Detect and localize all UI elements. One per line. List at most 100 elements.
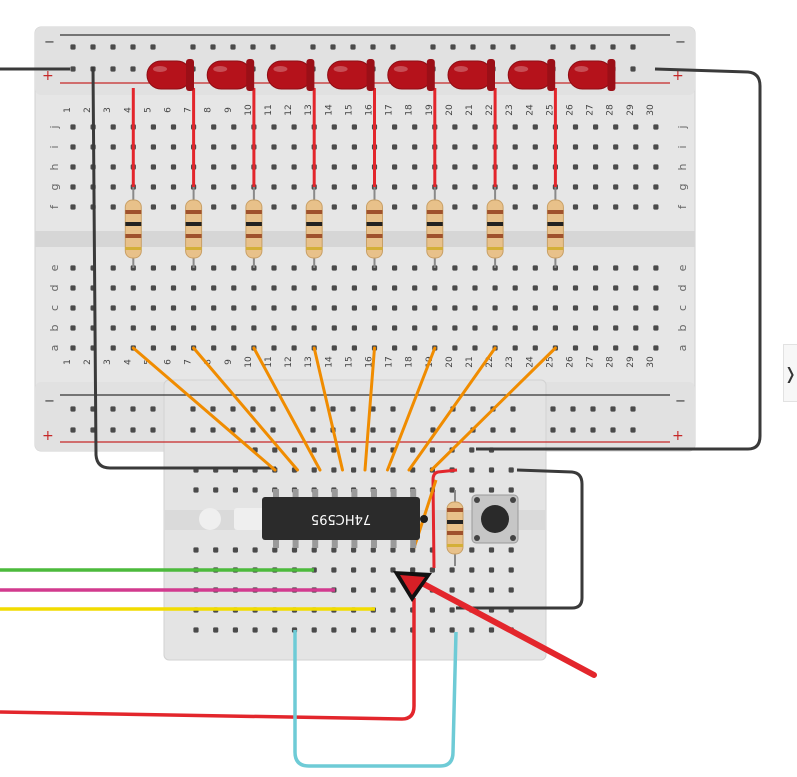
rail-hole[interactable] [490, 427, 496, 433]
breadboard-hole[interactable] [633, 345, 639, 351]
breadboard-hole[interactable] [392, 305, 398, 311]
rail-hole[interactable] [270, 427, 276, 433]
breadboard-hole[interactable] [633, 265, 639, 271]
rail-hole[interactable] [330, 44, 336, 50]
breadboard-hole[interactable] [412, 305, 418, 311]
rail-hole[interactable] [350, 427, 356, 433]
breadboard-hole[interactable] [170, 265, 177, 271]
breadboard-hole[interactable] [211, 204, 217, 210]
breadboard-hole[interactable] [271, 204, 277, 210]
breadboard-hole[interactable] [412, 164, 418, 170]
rail-hole[interactable] [210, 44, 216, 50]
breadboard-hole[interactable] [593, 305, 599, 311]
breadboard-hole[interactable] [211, 164, 217, 170]
breadboard-hole[interactable] [472, 345, 478, 351]
breadboard-hole[interactable] [532, 325, 538, 331]
breadboard-hole[interactable] [291, 265, 297, 271]
rail-hole[interactable] [70, 66, 76, 72]
breadboard-hole[interactable] [271, 265, 277, 271]
breadboard-hole[interactable] [472, 305, 478, 311]
breadboard-hole[interactable] [392, 204, 398, 210]
small-board-hole[interactable] [469, 567, 475, 573]
small-board-hole[interactable] [351, 627, 357, 633]
breadboard-hole[interactable] [512, 285, 518, 291]
breadboard-hole[interactable] [271, 144, 277, 150]
breadboard-hole[interactable] [552, 285, 558, 291]
breadboard-hole[interactable] [512, 164, 518, 170]
breadboard-hole[interactable] [110, 285, 116, 291]
rail-hole[interactable] [490, 44, 496, 50]
small-board-hole[interactable] [291, 547, 298, 553]
wire-orange[interactable] [407, 346, 497, 472]
small-board-hole[interactable] [370, 587, 376, 593]
breadboard-hole[interactable] [532, 285, 538, 291]
small-board-hole[interactable] [449, 627, 455, 633]
small-board-hole[interactable] [311, 547, 317, 553]
breadboard-hole[interactable] [291, 204, 297, 210]
wire-red-left[interactable] [0, 598, 416, 721]
breadboard-hole[interactable] [432, 305, 438, 311]
rail-hole[interactable] [130, 66, 136, 72]
small-board-hole[interactable] [291, 447, 298, 453]
rail-hole[interactable] [630, 406, 636, 412]
led-red[interactable] [206, 59, 255, 91]
rail-hole[interactable] [430, 406, 436, 412]
rail-hole[interactable] [110, 427, 116, 433]
small-board-hole[interactable] [488, 547, 495, 553]
breadboard-hole[interactable] [110, 144, 116, 150]
rail-hole[interactable] [70, 44, 76, 50]
rail-hole[interactable] [550, 44, 556, 50]
breadboard-hole[interactable] [291, 305, 297, 311]
rail-hole[interactable] [70, 427, 76, 433]
resistor-small-board[interactable] [446, 490, 464, 566]
breadboard-hole[interactable] [371, 325, 378, 331]
small-board-hole[interactable] [252, 627, 258, 633]
rail-hole[interactable] [630, 427, 636, 433]
breadboard-hole[interactable] [311, 285, 317, 291]
wire-black-gnd-loop[interactable] [91, 66, 276, 470]
led-red[interactable] [567, 59, 616, 91]
breadboard-hole[interactable] [653, 204, 659, 210]
breadboard-hole[interactable] [452, 285, 458, 291]
breadboard-hole[interactable] [593, 144, 599, 150]
breadboard-hole[interactable] [532, 184, 538, 190]
breadboard-hole[interactable] [633, 305, 639, 311]
small-board-hole[interactable] [193, 627, 199, 633]
breadboard-hole[interactable] [150, 265, 156, 271]
small-board-hole[interactable] [488, 587, 495, 593]
breadboard-hole[interactable] [593, 124, 599, 130]
resistor[interactable] [305, 187, 323, 268]
breadboard-hole[interactable] [150, 285, 156, 291]
breadboard-hole[interactable] [231, 285, 237, 291]
rail-hole[interactable] [190, 427, 196, 433]
breadboard-hole[interactable] [351, 305, 357, 311]
breadboard-hole[interactable] [231, 345, 237, 351]
breadboard-hole[interactable] [70, 285, 76, 291]
breadboard-hole[interactable] [271, 285, 277, 291]
breadboard-hole[interactable] [412, 325, 418, 331]
breadboard-hole[interactable] [532, 265, 538, 271]
breadboard-hole[interactable] [552, 325, 558, 331]
rail-hole[interactable] [250, 44, 256, 50]
breadboard-hole[interactable] [251, 285, 257, 291]
breadboard-hole[interactable] [472, 144, 478, 150]
led-red[interactable] [266, 59, 315, 91]
breadboard-hole[interactable] [512, 144, 518, 150]
small-board-hole[interactable] [370, 447, 376, 453]
small-board-hole[interactable] [331, 567, 337, 573]
breadboard-hole[interactable] [231, 184, 237, 190]
breadboard-hole[interactable] [593, 345, 599, 351]
resistor[interactable] [185, 187, 203, 268]
breadboard-hole[interactable] [653, 124, 659, 130]
breadboard-hole[interactable] [211, 325, 217, 331]
breadboard-hole[interactable] [392, 345, 398, 351]
rail-hole[interactable] [250, 406, 256, 412]
small-board-hole[interactable] [213, 547, 219, 553]
breadboard-hole[interactable] [110, 345, 116, 351]
breadboard-hole[interactable] [211, 124, 217, 130]
breadboard-hole[interactable] [70, 325, 76, 331]
rail-hole[interactable] [230, 406, 236, 412]
breadboard-hole[interactable] [231, 124, 237, 130]
breadboard-hole[interactable] [291, 184, 297, 190]
breadboard-hole[interactable] [613, 265, 619, 271]
